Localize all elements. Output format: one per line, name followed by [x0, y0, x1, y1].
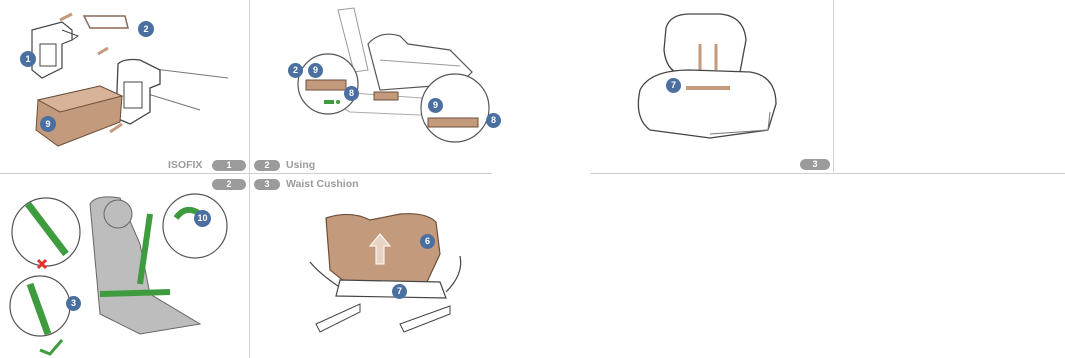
- callout-badge: 1: [20, 51, 36, 67]
- callout-badge: 8: [344, 86, 359, 101]
- isofix-caption: ISOFIX: [168, 159, 202, 171]
- callout-badge: 9: [40, 116, 56, 132]
- belt-illustration: [0, 174, 249, 358]
- callout-badge: 6: [420, 234, 435, 249]
- callout-badge: 3: [66, 296, 81, 311]
- divider-vertical-2: [833, 0, 834, 172]
- callout-badge: 9: [428, 98, 443, 113]
- step-badge: 1: [212, 160, 246, 171]
- waist-cushion-illustration: [250, 174, 500, 358]
- isofix-illustration: [0, 0, 249, 173]
- step-badge: 2: [254, 160, 280, 171]
- callout-badge: 8: [486, 113, 501, 128]
- callout-badge: 7: [392, 284, 407, 299]
- callout-badge: 10: [194, 210, 211, 227]
- callout-badge: 7: [666, 78, 681, 93]
- panel-using: 2 9 8 9 8 2 Using: [250, 0, 500, 173]
- callout-badge: 2: [288, 63, 303, 78]
- callout-badge: 2: [138, 21, 154, 37]
- using-caption: Using: [286, 159, 315, 171]
- divider-horizontal-right: [590, 173, 1065, 174]
- seat-illustration: [590, 0, 833, 173]
- panel-isofix: 1 2 9 ISOFIX 1: [0, 0, 249, 173]
- callout-badge: 9: [308, 63, 323, 78]
- step-badge: 3: [800, 159, 830, 170]
- using-illustration: [250, 0, 500, 173]
- panel-waist-cushion: 3 Waist Cushion 6 7: [250, 174, 500, 358]
- panel-belt: 2 10 3: [0, 174, 249, 358]
- panel-seat: 7 3: [590, 0, 833, 173]
